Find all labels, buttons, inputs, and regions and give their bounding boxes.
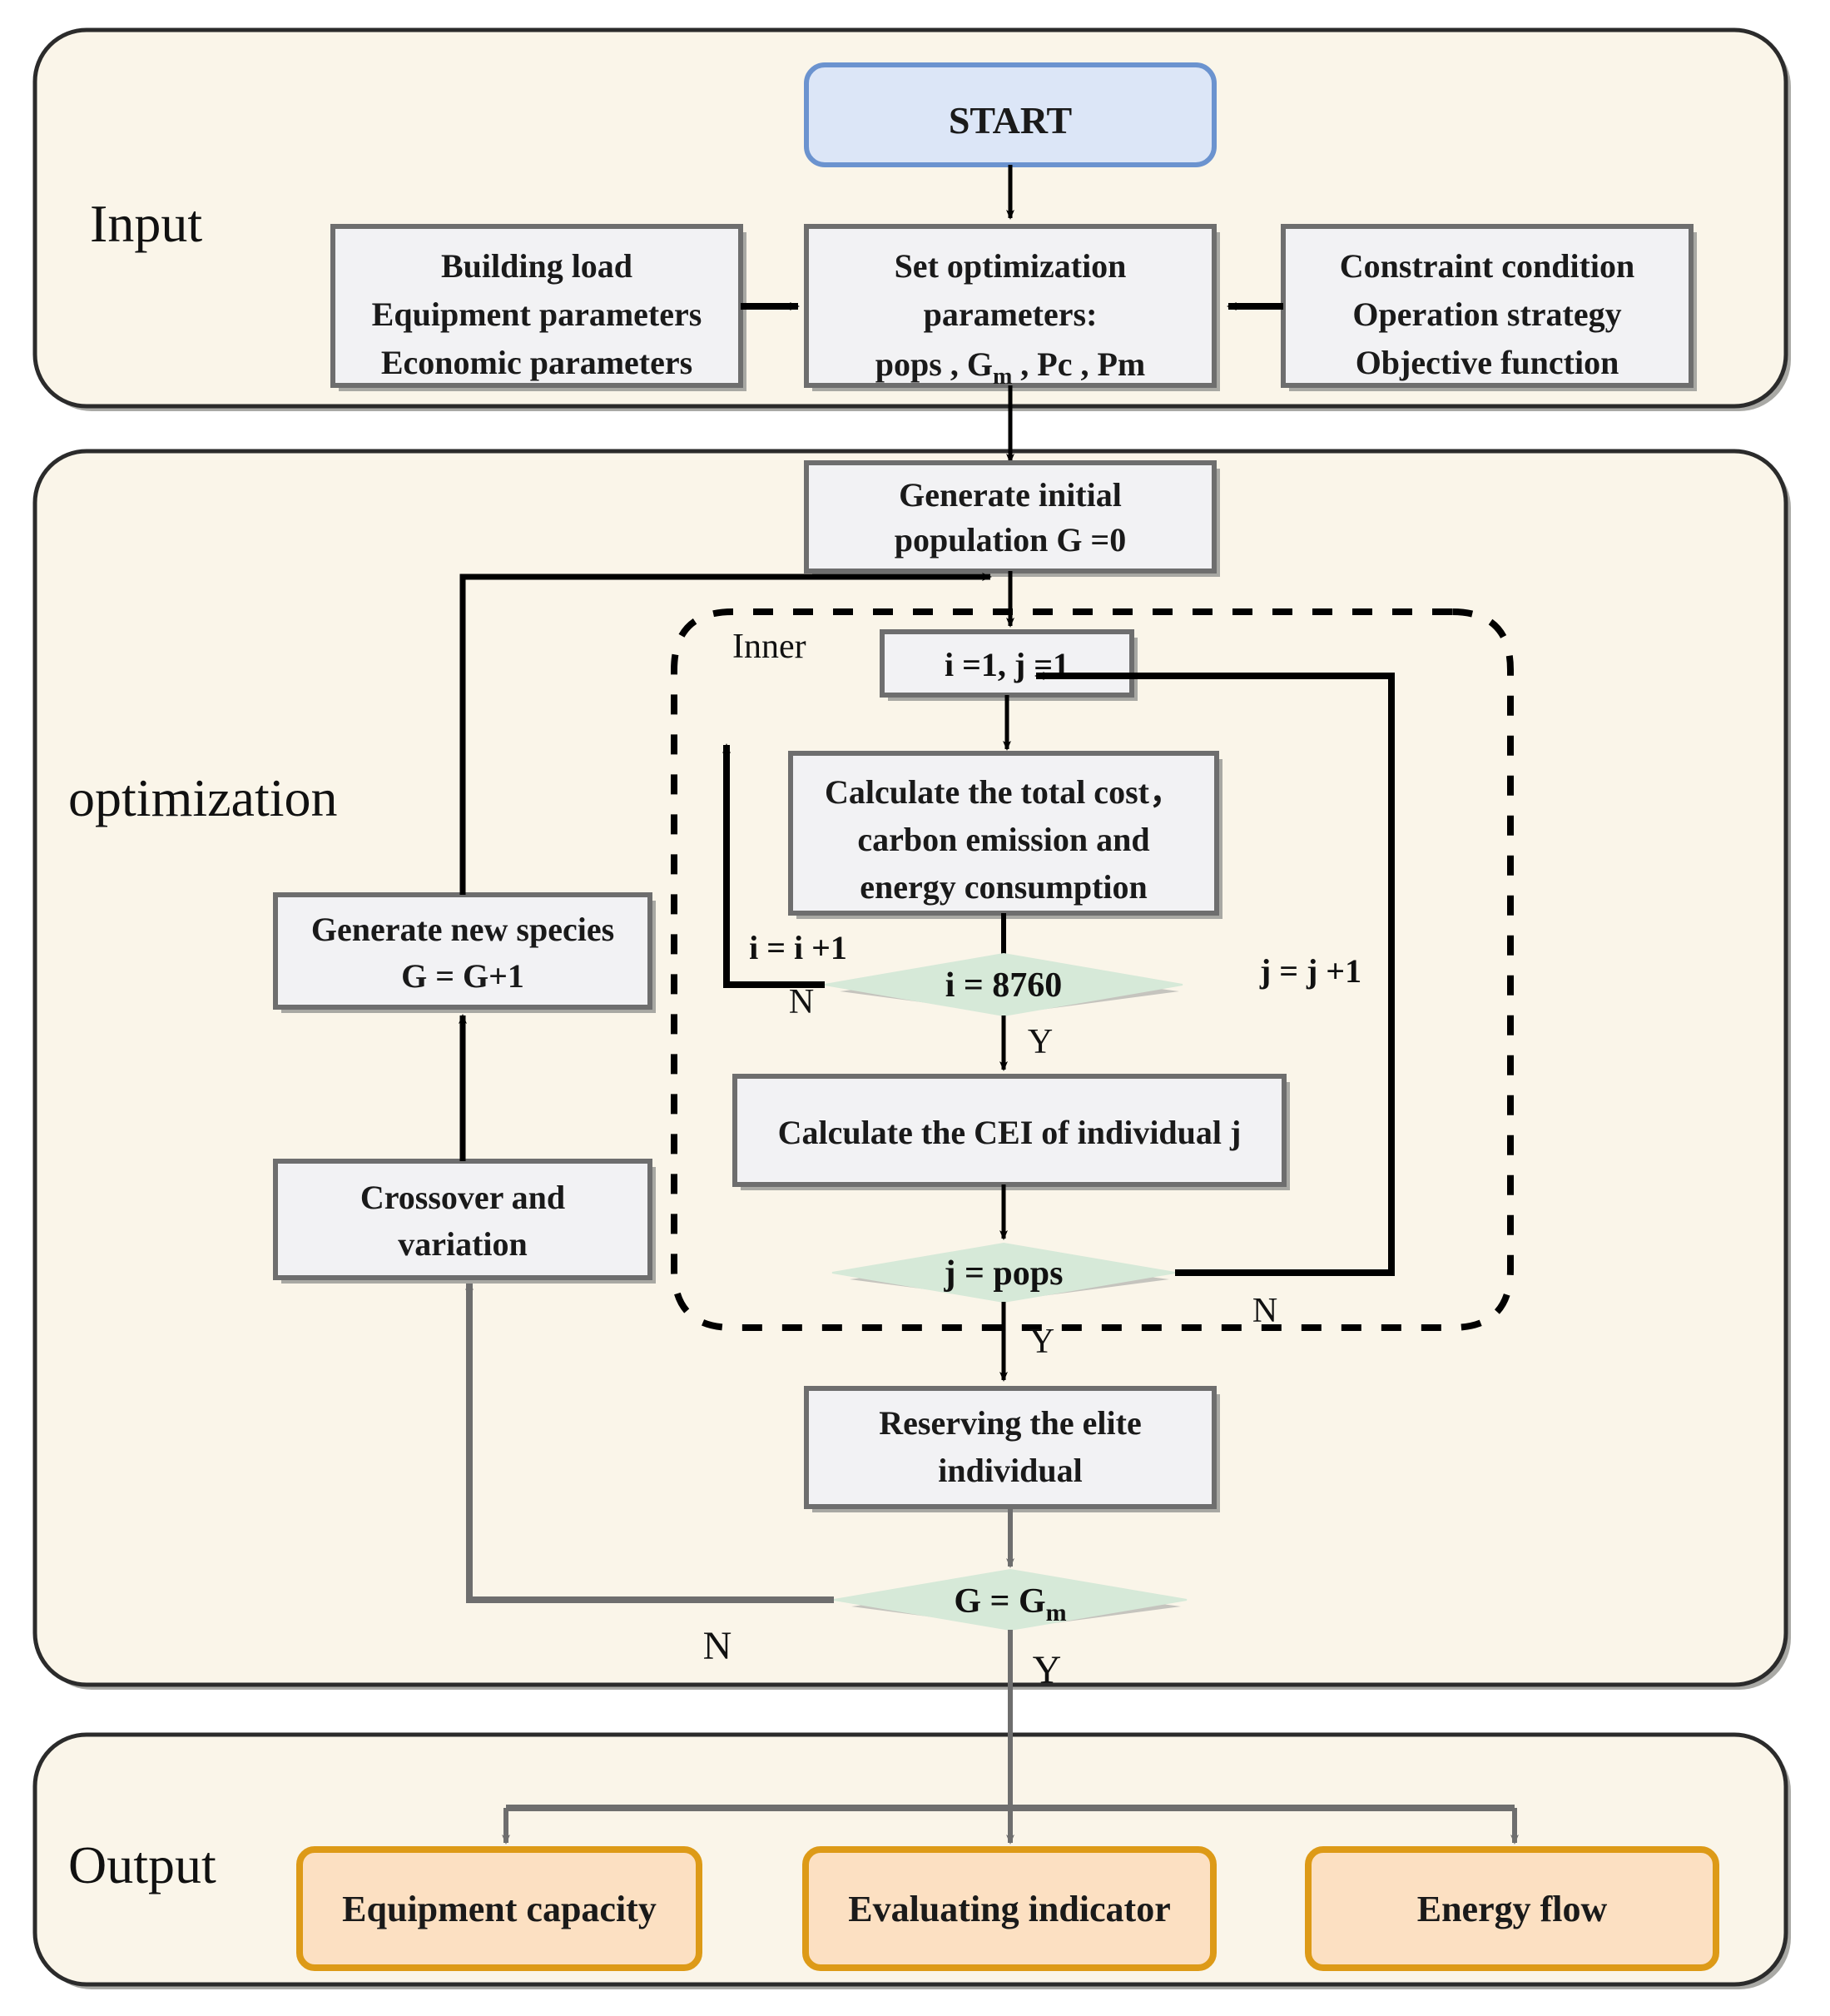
edge-loop-i-increment: [722, 743, 825, 988]
node-building-load[interactable]: Building load Equipment parameters Econo…: [330, 224, 746, 391]
label-n-decision-j: N: [1252, 1292, 1277, 1330]
node-decision-j-label: j = pops: [944, 1254, 1064, 1293]
node-init-indices[interactable]: i =1, j =1: [880, 629, 1138, 701]
node-calculate-cost-line1: Calculate the total cost，: [825, 773, 1183, 811]
node-decision-i[interactable]: i = 8760: [824, 952, 1183, 1017]
label-j-increment: j = j +1: [1259, 952, 1361, 990]
node-calculate-cost[interactable]: Calculate the total cost， carbon emissio…: [788, 751, 1222, 919]
node-crossover-line2: variation: [398, 1225, 528, 1263]
node-reserve-elite-line2: individual: [938, 1452, 1082, 1489]
node-constraints-line3: Objective function: [1356, 344, 1619, 381]
node-output-equipment-label: Equipment capacity: [342, 1889, 657, 1929]
edge-loop-j-increment: [1034, 672, 1395, 1276]
set-parameters-rest: , Pc , Pm: [1012, 345, 1145, 383]
label-n-decision-g: N: [703, 1624, 732, 1668]
edge-genspecies-to-mainflow: [459, 573, 992, 895]
node-crossover-line1: Crossover and: [360, 1179, 565, 1216]
node-constraints-line2: Operation strategy: [1352, 295, 1621, 333]
section-label-input: Input: [90, 194, 202, 253]
node-building-load-line1: Building load: [441, 247, 632, 285]
node-set-parameters-line2: parameters:: [924, 295, 1098, 333]
section-label-optimization: optimization: [68, 768, 338, 827]
node-decision-i-label: i = 8760: [945, 966, 1063, 1005]
node-crossover[interactable]: Crossover and variation: [273, 1159, 656, 1284]
node-decision-g[interactable]: G = Gm: [833, 1568, 1188, 1631]
decision-g-main: G = G: [954, 1582, 1045, 1621]
node-output-energy-label: Energy flow: [1417, 1889, 1608, 1929]
label-y-decision-g: Y: [1033, 1648, 1062, 1692]
node-reserve-elite-line1: Reserving the elite: [879, 1404, 1141, 1442]
label-y-decision-i: Y: [1028, 1023, 1053, 1061]
inner-loop-tag: Inner: [732, 628, 806, 666]
edge-decg-to-crossover: [465, 1280, 834, 1603]
node-set-parameters-line1: Set optimization: [895, 247, 1127, 285]
node-building-load-line3: Economic parameters: [381, 344, 692, 381]
node-generate-species[interactable]: Generate new species G = G+1: [273, 892, 656, 1013]
node-decision-g-label: G = Gm: [954, 1582, 1066, 1626]
node-calculate-cei[interactable]: Calculate the CEI of individual j: [732, 1074, 1290, 1190]
node-initial-population-line2: population G =0: [895, 521, 1126, 559]
node-initial-population-line1: Generate initial: [899, 476, 1122, 514]
node-output-energy[interactable]: Energy flow: [1305, 1846, 1719, 1971]
node-reserve-elite[interactable]: Reserving the elite individual: [804, 1386, 1220, 1512]
node-output-equipment[interactable]: Equipment capacity: [296, 1846, 702, 1971]
label-y-decision-j: Y: [1029, 1323, 1054, 1361]
node-constraints-line1: Constraint condition: [1340, 247, 1635, 285]
label-n-decision-i: N: [789, 983, 814, 1021]
node-generate-species-line2: G = G+1: [401, 957, 524, 995]
node-constraints[interactable]: Constraint condition Operation strategy …: [1281, 224, 1697, 391]
node-set-parameters[interactable]: Set optimization parameters: pops , Gm ,…: [804, 224, 1220, 391]
section-label-output: Output: [68, 1835, 216, 1894]
set-parameters-sub: m: [993, 364, 1012, 390]
label-i-increment: i = i +1: [749, 929, 847, 966]
node-start-label: START: [949, 99, 1072, 142]
node-output-indicator[interactable]: Evaluating indicator: [802, 1846, 1217, 1971]
node-calculate-cost-line2: carbon emission and: [857, 821, 1149, 858]
node-generate-species-line1: Generate new species: [311, 911, 614, 948]
node-building-load-line2: Equipment parameters: [372, 295, 702, 333]
node-output-indicator-label: Evaluating indicator: [848, 1889, 1171, 1929]
decision-g-sub: m: [1046, 1599, 1067, 1626]
node-calculate-cei-label: Calculate the CEI of individual j: [778, 1114, 1242, 1151]
node-set-parameters-line3: pops , Gm , Pc , Pm: [875, 345, 1145, 390]
node-start[interactable]: START: [804, 62, 1217, 167]
set-parameters-pops: pops , G: [875, 345, 993, 383]
node-initial-population[interactable]: Generate initial population G =0: [804, 460, 1220, 577]
node-calculate-cost-line3: energy consumption: [860, 868, 1148, 906]
